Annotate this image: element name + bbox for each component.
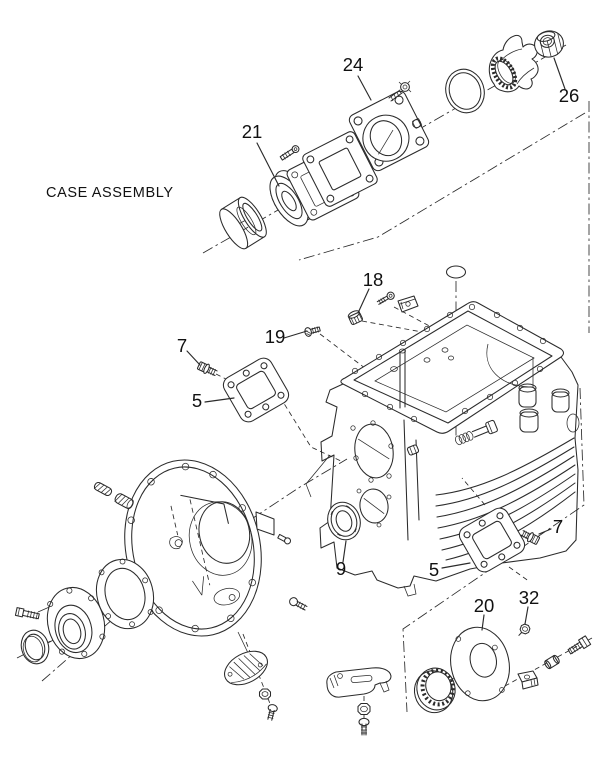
bearing-cup-part [215,193,272,252]
bolt-7-left-part [197,361,218,378]
plate-bolt [265,704,278,721]
callout-24: 24 [343,54,364,75]
callout-20: 20 [474,595,495,616]
screw-32-part [518,623,531,638]
front-bolt-part [15,608,39,621]
pto-cover-left-part [220,355,292,425]
screw-19-part [304,325,321,337]
detent-bolt [407,420,498,456]
front-gasket-part [301,130,379,208]
oil-seal-part [323,498,365,544]
callout-9: 9 [336,558,346,579]
callout-7-left: 7 [177,335,187,356]
case-bosses [519,384,579,432]
clip-bracket [398,296,418,312]
page-title: CASE ASSEMBLY [46,185,174,201]
callout-32: 32 [519,587,540,608]
callout-19: 19 [265,326,286,347]
callout-7-right: 7 [553,516,563,537]
clip-screw [376,291,395,306]
chain-bolt-part [567,636,591,656]
yoke-nut-part [532,28,566,60]
clip-block-part [518,671,538,689]
pivot-pin [93,481,113,497]
spacer-collar-part [544,654,561,669]
retainer-bolt [389,81,411,101]
output-yoke-part [488,35,538,91]
rim-bolt-holes [352,304,545,421]
pto-cover-right-part [456,505,528,575]
callout-5-left: 5 [192,390,202,411]
lock-ring-part [409,664,460,717]
bracket-bolt [359,718,369,735]
callout-5-right: 5 [429,559,439,580]
front-gasket-round-part [89,553,161,635]
callout-26: 26 [559,85,580,106]
callout-18: 18 [363,269,384,290]
callout-leaders [187,58,565,630]
lever-bracket-part [327,668,391,697]
bearing-retainer-part [347,89,431,173]
front-retainer-part [40,581,113,665]
plug-18-part [347,309,363,325]
bolt-7-right-part [520,528,541,545]
inspection-plate-part [219,644,273,691]
end-plate-part [444,622,516,706]
o-ring-part [440,64,490,118]
plate-nut [260,689,271,699]
front-seal-part [18,627,53,667]
dome-plug-part [447,266,466,278]
gasket-stud [279,144,300,161]
pivot-roller [114,492,135,510]
transmission-case-part [306,302,579,596]
bracket-nut [358,704,370,715]
callout-21: 21 [242,121,263,142]
